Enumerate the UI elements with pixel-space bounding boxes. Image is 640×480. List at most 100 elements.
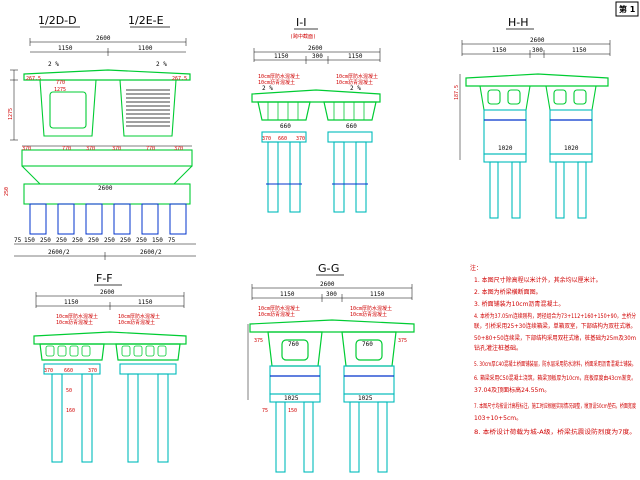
note-line-2: 2. 本图为桥梁横断面图。 <box>474 288 542 296</box>
section-hh: H-H 2600 1150 300 1150 <box>454 16 611 219</box>
section-ii-title: I-I <box>296 16 306 29</box>
dd-bottom-dim-10: 75 <box>168 237 176 244</box>
ff-pave-2: 10cm沥青混凝土 <box>56 319 93 326</box>
dd-bottom-dim-1: 150 <box>24 237 35 244</box>
ff-top-dimension <box>35 292 185 310</box>
ff-pave-1: 10cm厚防水混凝土 <box>56 313 98 320</box>
note-line-3: 3. 桥面铺装为10cm沥青混凝土。 <box>474 300 564 308</box>
ff-piers <box>43 363 177 463</box>
dd-piles <box>29 203 187 235</box>
ii-pave-1-right: 10cm厚防水混凝土 <box>336 73 378 80</box>
section-ff: F-F 2600 1150 1150 10cm厚防水混凝土 10cm沥青混凝土 … <box>33 272 187 463</box>
ii-half-left: 1150 <box>274 53 289 60</box>
hh-mid: 300 <box>532 47 543 54</box>
note-line-13: 8. 本桥设计荷载为城-A级，桥梁抗震设防烈度为7度。 <box>474 428 636 436</box>
gg-side-left: 375 <box>254 338 263 344</box>
dd-bottom-dim-8: 250 <box>136 237 147 244</box>
note-line-9: 6. 箱梁采用C50混凝土浇筑，箱梁顶板厚为10cm，底板厚度由43cm渐变。 <box>474 374 636 382</box>
hh-col-width-right: 1020 <box>564 145 579 152</box>
dd-base-half-left: 2600/2 <box>48 249 70 256</box>
gg-side-right: 375 <box>398 338 407 344</box>
gg-piers <box>269 365 395 473</box>
dd-hatch <box>126 89 170 127</box>
section-ii-subtitle: (跨中截面) <box>290 33 316 40</box>
dd-footing-vertical-1: 250 <box>4 187 10 196</box>
hh-side-vertical: 187.5 <box>454 85 460 100</box>
ff-col-dim-2: 160 <box>66 408 75 414</box>
note-line-11: 7. 本图尺寸均按设计高程标注，施工时应根据实际情况调整，墩顶设50cm垫石，桥… <box>474 402 636 410</box>
gg-col-width-right: 1025 <box>358 395 373 402</box>
dd-pier-dim-6: 370 <box>174 146 183 152</box>
dd-pier-dim-1: 370 <box>22 146 31 152</box>
notes-block: 注： 1. 本图尺寸除高程以米计外，其余均以厘米计。 2. 本图为桥梁横断面图。… <box>470 264 636 436</box>
gg-pave-2: 10cm沥青混凝土 <box>258 311 295 318</box>
ff-deck <box>33 331 187 361</box>
hh-half-right: 1150 <box>572 47 587 54</box>
gg-mid: 300 <box>326 291 337 298</box>
ii-top-width: 2600 <box>308 45 323 52</box>
ff-pave-1-right: 10cm厚防水混凝土 <box>118 313 160 320</box>
dd-cap-width: 2600 <box>98 185 113 192</box>
dd-bottom-dimension <box>14 243 196 260</box>
ii-pier-dim-3: 370 <box>296 136 305 142</box>
ii-top-dimension <box>253 48 381 64</box>
note-line-1: 1. 本图尺寸除高程以米计外，其余均以厘米计。 <box>474 276 602 284</box>
dd-bottom-dim-labels: 75 150 250 250 250 250 250 250 250 150 7… <box>14 237 176 244</box>
ii-deck <box>251 89 381 121</box>
gg-top-width: 2600 <box>320 281 335 288</box>
ff-half-right: 1150 <box>138 299 153 306</box>
hh-deck <box>465 73 609 87</box>
ii-pier <box>261 131 373 213</box>
gg-pave-1-right: 10cm厚防水混凝土 <box>350 305 392 312</box>
section-gg: G-G 2600 1150 300 1150 10cm厚防水混凝土 10cm沥青… <box>247 262 415 473</box>
dd-left-vertical-1275: 1275 <box>8 108 14 120</box>
gg-col-width-left: 1025 <box>284 395 299 402</box>
dd-pier-dim-5: 770 <box>146 146 155 152</box>
ff-pave-2-right: 10cm沥青混凝土 <box>118 319 155 326</box>
gg-half-right: 1150 <box>370 291 385 298</box>
note-line-5: 联，引桥采用25+30连续箱梁，单箱双室，下部结构为双柱式墩。 <box>474 322 636 330</box>
section-ff-title: F-F <box>96 272 113 285</box>
dd-bottom-dim-7: 250 <box>120 237 131 244</box>
hh-top-dimension <box>461 40 611 58</box>
note-line-4: 4. 本桥为37.05m连续刚构，跨径组合为73+112+160+150+90，… <box>474 312 636 320</box>
section-dd-title: 1/2D-D <box>38 14 77 27</box>
gg-web-left: 760 <box>288 341 299 348</box>
gg-pave-2-right: 10cm沥青混凝土 <box>350 311 387 318</box>
ff-pier-dim-2: 660 <box>64 368 73 374</box>
notes-heading: 注： <box>470 264 482 272</box>
ii-web-left: 660 <box>280 123 291 130</box>
note-line-12: 103+10+5cm。 <box>474 415 522 422</box>
hh-col-width-left: 1020 <box>498 145 513 152</box>
ii-pave-2-right: 10cm沥青混凝土 <box>336 79 373 86</box>
dd-box-girder-left <box>39 79 97 137</box>
sheet-number: 第 1 <box>619 4 636 14</box>
note-line-7: 钻孔灌注桩基础。 <box>474 344 522 352</box>
gg-pave-1: 10cm厚防水混凝土 <box>258 305 300 312</box>
dd-bottom-dim-0: 75 <box>14 237 22 244</box>
dd-box-height: 1275 <box>54 87 66 93</box>
ff-pier-dim-3: 370 <box>88 368 97 374</box>
ii-slope-right: 2 % <box>350 85 361 92</box>
dd-slope-left: 2 % <box>48 61 59 68</box>
dd-half-mid: 1100 <box>138 45 153 52</box>
dd-pier-dim-4: 370 <box>112 146 121 152</box>
ii-pier-dim-1: 370 <box>262 136 271 142</box>
hh-box-girders <box>479 85 597 111</box>
dd-bottom-dim-9: 150 <box>152 237 163 244</box>
section-dd-ee: 1/2D-D 1/2E-E 2600 1150 1100 2 % 2 % <box>4 14 196 260</box>
gg-col-dim-2: 150 <box>288 408 297 414</box>
dd-box-girder-right <box>119 79 177 137</box>
ii-pier-dim-2: 660 <box>278 136 287 142</box>
gg-top-dimension <box>251 284 413 302</box>
dd-pier-dim-2: 770 <box>62 146 71 152</box>
dd-top-width: 2600 <box>96 35 111 42</box>
section-ii: I-I (跨中截面) 2600 1150 300 1150 10cm厚防水混凝土… <box>251 16 381 213</box>
ii-diaphragms <box>267 102 365 120</box>
note-line-6: 50+80+50连续梁，下部结构采用双柱式墩，桩基础为25m及30m <box>474 334 636 342</box>
dd-pier-dim-3: 370 <box>86 146 95 152</box>
dd-bottom-dim-6: 250 <box>104 237 115 244</box>
ii-half-right: 1150 <box>348 53 363 60</box>
dd-half-left: 1150 <box>58 45 73 52</box>
